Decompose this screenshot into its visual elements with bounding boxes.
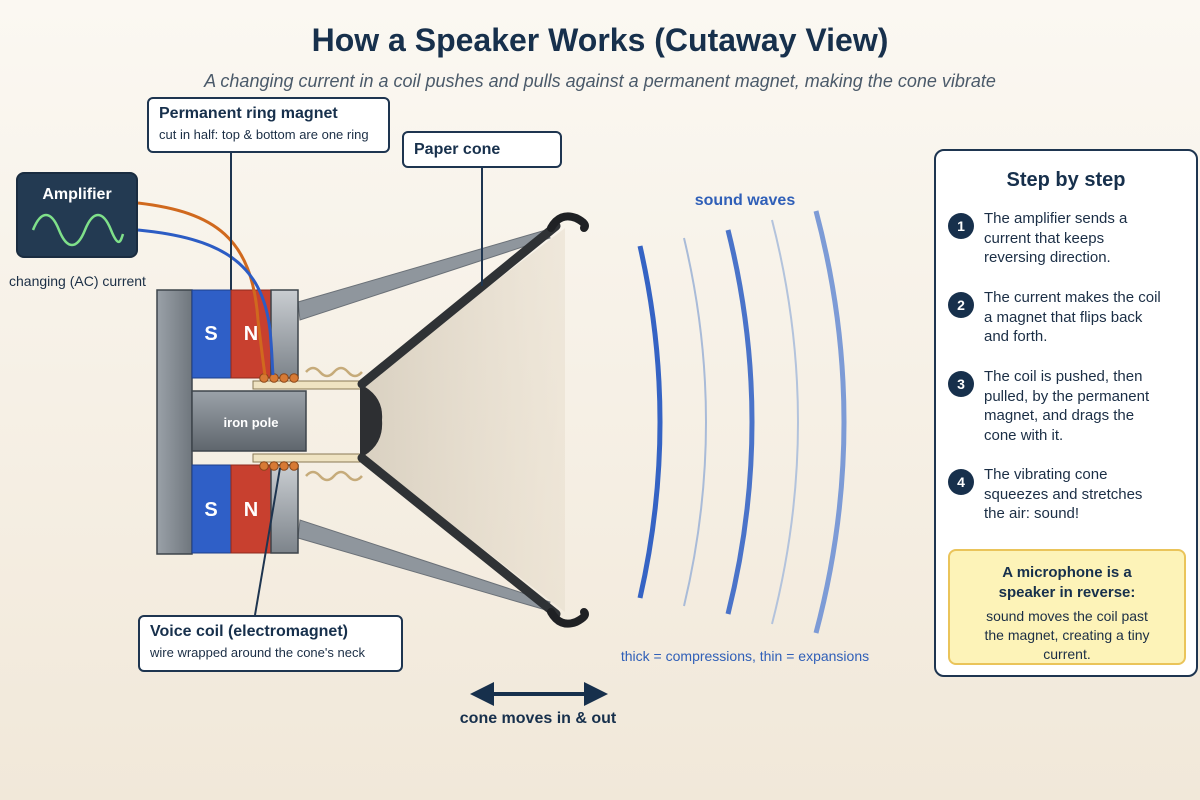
basket-arm-bottom — [297, 519, 551, 611]
callout-permanent-magnet: Permanent ring magnet cut in half: top &… — [147, 97, 390, 153]
amplifier-label: Amplifier — [42, 186, 112, 203]
step-number-badge: 3 — [948, 371, 974, 397]
voice-coil-bottom — [259, 461, 299, 471]
magnet-bottom-north — [230, 464, 272, 554]
yoke-center-pole — [191, 390, 307, 452]
step-text: The amplifier sends a current that keeps… — [984, 210, 1128, 266]
yoke-back-plate — [156, 289, 193, 555]
step-number-badge: 1 — [948, 213, 974, 239]
magnet-bottom-south-label: S — [204, 499, 218, 521]
wire-orange — [137, 201, 267, 376]
dust-cap — [360, 384, 383, 458]
sound-wave-1-thick — [637, 245, 663, 599]
magnet-bottom-north-label: N — [243, 499, 259, 521]
microphone-note-title: A microphone is a speaker in reverse: — [998, 564, 1136, 601]
page-title: How a Speaker Works (Cutaway View) — [311, 22, 889, 58]
callout-paper-cone-title: Paper cone — [414, 141, 501, 158]
cone-wall-top — [357, 221, 561, 389]
page-subtitle: A changing current in a coil pushes and … — [204, 71, 996, 91]
callout-voice-coil-title: Voice coil (electromagnet) — [150, 623, 348, 640]
step-number-badge: 2 — [948, 292, 974, 318]
cone-wall-bottom — [357, 453, 561, 619]
microphone-note: A microphone is a speaker in reverse: so… — [948, 549, 1186, 665]
cone-motion-arrow — [470, 682, 608, 706]
coil-former-top — [252, 380, 362, 390]
amplifier-current-label: changing (AC) current — [9, 273, 146, 289]
microphone-note-body: sound moves the coil past the magnet, cr… — [984, 608, 1150, 662]
callout-permanent-magnet-subtitle: cut in half: top & bottom are one ring — [159, 127, 369, 142]
sound-wave-5-thick — [813, 210, 847, 634]
amplifier-box: Amplifier — [16, 172, 138, 258]
front-plate-bottom — [270, 464, 299, 554]
magnet-top-south-label: S — [204, 323, 218, 345]
step-number-badge: 4 — [948, 469, 974, 495]
cone-motion-label: cone moves in & out — [459, 710, 617, 727]
vibration-squiggle-bottom — [305, 470, 363, 482]
step-text: The current makes the coil a magnet that… — [984, 289, 1161, 345]
callout-voice-coil: Voice coil (electromagnet) wire wrapped … — [138, 615, 403, 672]
step-text: The coil is pushed, then pulled, by the … — [984, 368, 1150, 444]
cone-cavity — [362, 228, 565, 612]
callout-voice-coil-subtitle: wire wrapped around the cone's neck — [150, 645, 365, 660]
sound-wave-4-thin — [771, 219, 799, 625]
magnet-top-north-label: N — [243, 323, 259, 345]
sound-waves-label: sound waves — [694, 192, 796, 209]
cone-surround-bottom — [547, 608, 589, 628]
wire-blue — [137, 228, 275, 376]
steps-panel: Step by step 1 The amplifier sends a cur… — [934, 149, 1198, 677]
front-plate-top — [270, 289, 299, 379]
basket-arm-top — [297, 229, 551, 321]
step-text: The vibrating cone squeezes and stretche… — [984, 466, 1143, 522]
sound-waves-caption: thick = compressions, thin = expansions — [620, 648, 870, 664]
callout-paper-cone: Paper cone — [402, 131, 562, 168]
cone-surround-top — [547, 212, 589, 232]
coil-former-bottom — [252, 453, 362, 463]
leader-voice-coil — [254, 467, 281, 616]
sound-wave-2-thin — [683, 237, 707, 607]
ac-wave-icon — [31, 213, 125, 247]
vibration-squiggle-top — [305, 366, 363, 378]
iron-pole-label: iron pole — [223, 415, 279, 430]
callout-permanent-magnet-title: Permanent ring magnet — [159, 105, 338, 122]
sound-wave-3-thick — [725, 229, 755, 615]
steps-heading: Step by step — [1006, 169, 1126, 191]
voice-coil-top — [259, 373, 299, 383]
